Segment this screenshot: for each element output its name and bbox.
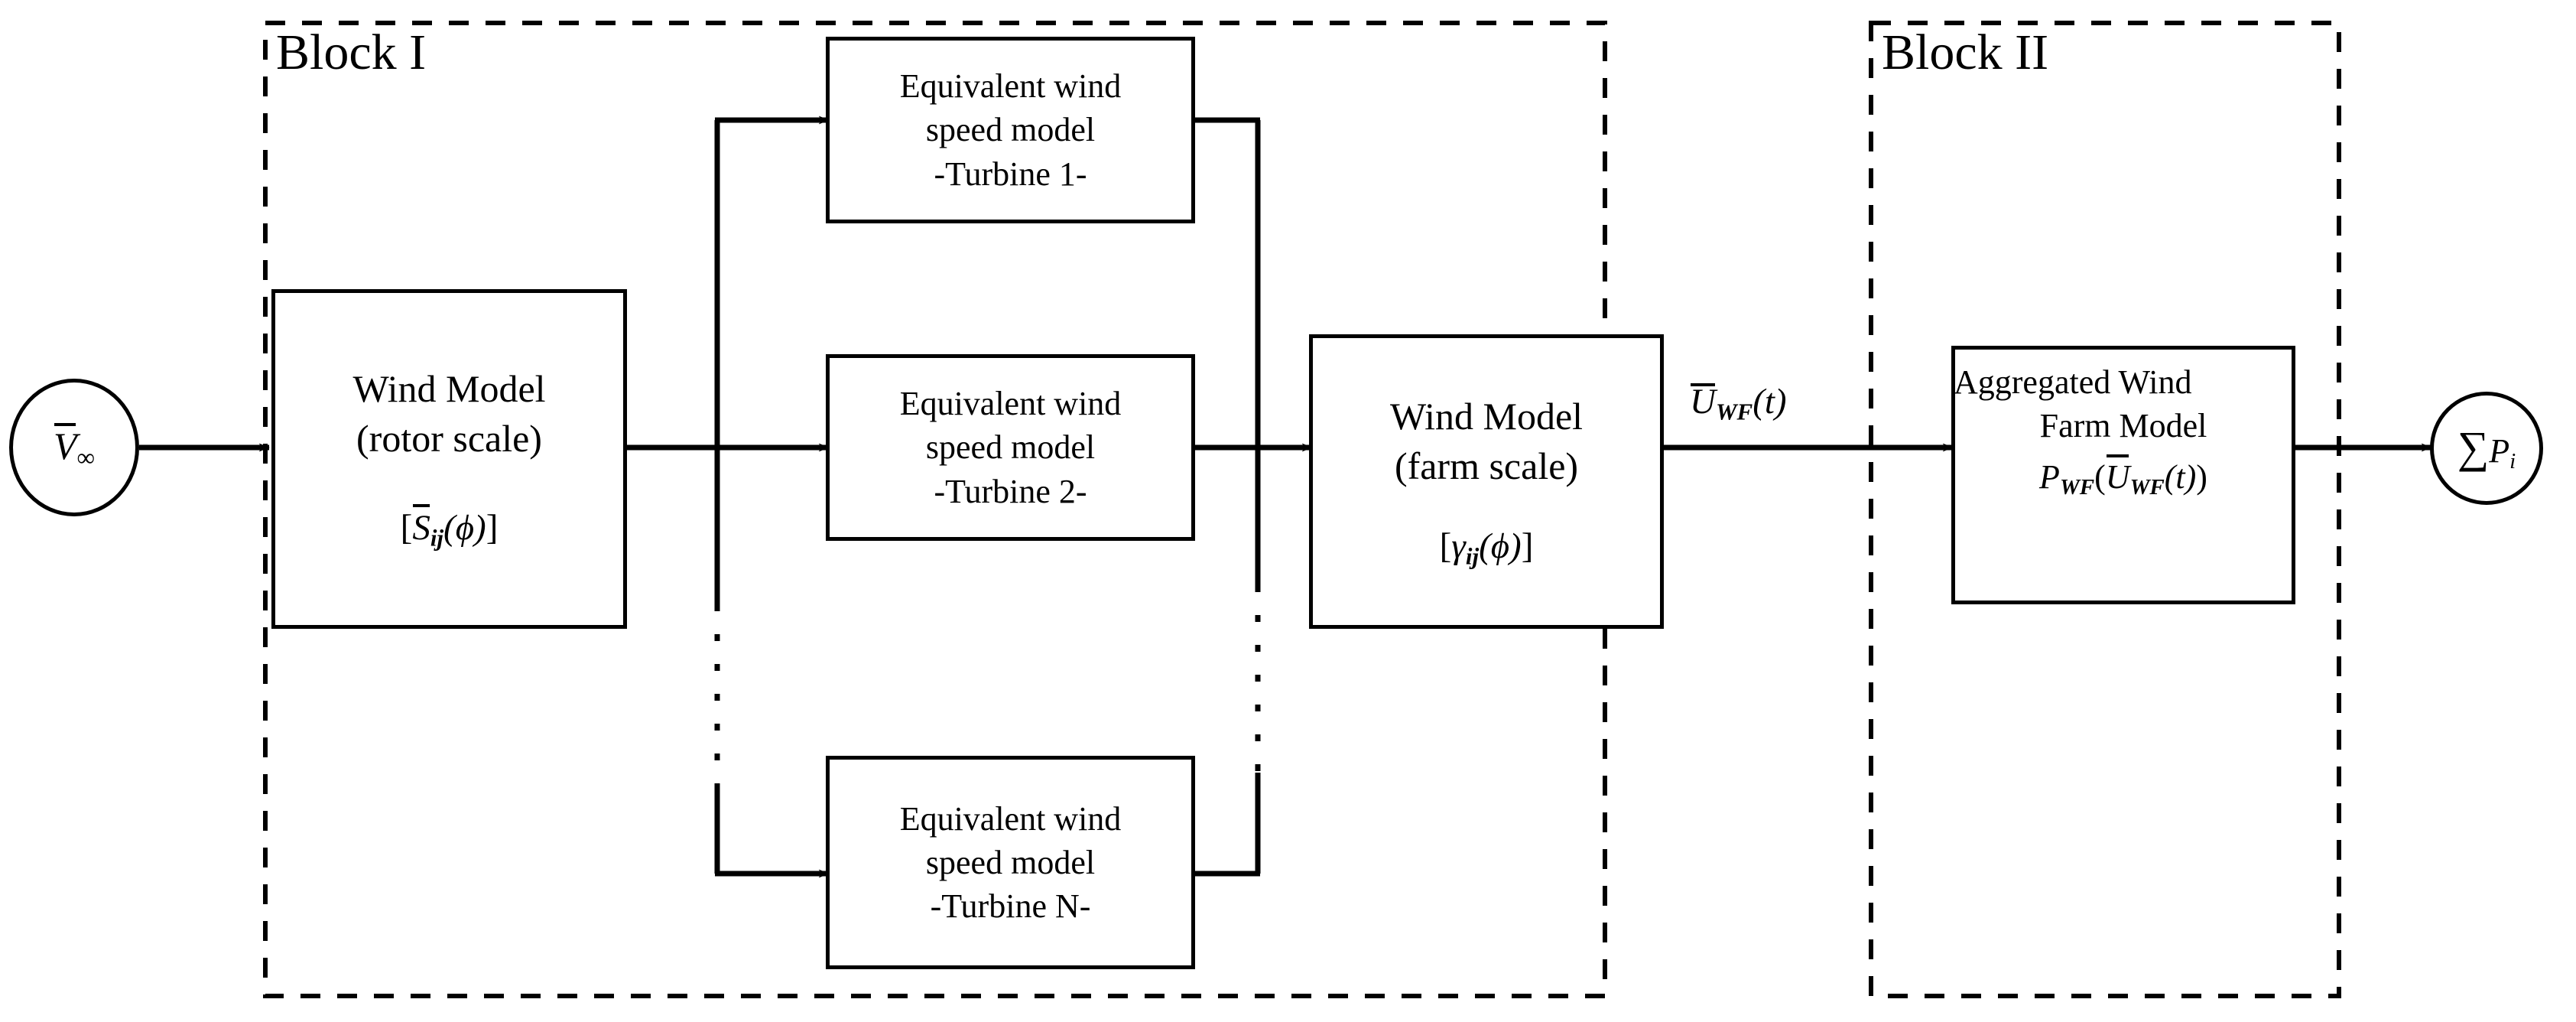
wind-model-rotor-line-1: Wind Model	[352, 367, 546, 410]
input-terminal-symbol: V∞	[54, 422, 95, 473]
input-terminal-symbol-subscript: ∞	[76, 444, 96, 473]
edge-label-subscript: WF	[1715, 398, 1753, 425]
turbine-n-line-2: speed model	[925, 843, 1096, 881]
block-i-label: Block I	[276, 24, 427, 80]
input-terminal-symbol-base: V	[54, 422, 77, 468]
aggregated-formula-close-paren: )	[2196, 458, 2207, 496]
rotor-formula-close-bracket: ]	[486, 508, 499, 548]
input-terminal-node[interactable]: V∞	[9, 379, 139, 516]
aggregated-model-line-1: Aggregated Wind	[1954, 363, 2192, 401]
farm-formula-open-bracket: [	[1439, 526, 1452, 566]
block-ii-dashed-border	[1869, 21, 2341, 998]
farm-formula-argument: (ϕ)	[1479, 526, 1522, 566]
node-wind-model-rotor-scale[interactable]: Wind Model (rotor scale) [Sij(ϕ)]	[271, 289, 627, 629]
wind-model-farm-line-1: Wind Model	[1389, 394, 1584, 438]
aggregated-formula-power-symbol: P	[2039, 458, 2060, 496]
node-equivalent-wind-speed-model-turbine-1[interactable]: Equivalent wind speed model -Turbine 1-	[826, 37, 1195, 223]
turbine-2-line-3: -Turbine 2-	[934, 472, 1087, 510]
turbine-1-line-2: speed model	[925, 111, 1096, 149]
rotor-formula-open-bracket: [	[400, 508, 413, 548]
summation-icon: ∑	[2457, 422, 2490, 473]
rotor-formula-subscript: ij	[430, 524, 444, 552]
aggregated-formula-speed-symbol: U	[2106, 454, 2130, 499]
turbine-n-line-3: -Turbine N-	[930, 887, 1091, 926]
farm-formula-close-bracket: ]	[1521, 526, 1534, 566]
output-terminal-symbol-base: P	[2489, 432, 2510, 470]
output-terminal-node[interactable]: ∑Pi	[2430, 392, 2543, 505]
block-ii-label: Block II	[1882, 24, 2049, 80]
edge-label-argument: (t)	[1753, 382, 1787, 421]
turbine-n-line-1: Equivalent wind	[899, 799, 1122, 838]
aggregated-formula-open-paren: (	[2094, 458, 2106, 496]
aggregated-formula-time-argument: (t)	[2164, 458, 2197, 496]
rotor-formula-base: S	[412, 503, 430, 552]
node-equivalent-wind-speed-model-turbine-2[interactable]: Equivalent wind speed model -Turbine 2-	[826, 354, 1195, 541]
edge-label-farm-wind-speed: UWF(t)	[1690, 382, 1787, 424]
aggregated-formula-power-subscript: WF	[2059, 475, 2095, 500]
aggregated-model-line-2: Farm Model	[2039, 407, 2207, 445]
node-equivalent-wind-speed-model-turbine-n[interactable]: Equivalent wind speed model -Turbine N-	[826, 756, 1195, 969]
output-terminal-symbol: ∑Pi	[2457, 421, 2516, 474]
wind-model-rotor-line-2: (rotor scale)	[356, 417, 542, 460]
node-wind-model-farm-scale[interactable]: Wind Model (farm scale) [γij(ϕ)]	[1309, 334, 1664, 629]
aggregated-formula-speed-subscript: WF	[2129, 475, 2165, 500]
output-terminal-symbol-subscript: i	[2509, 449, 2516, 474]
aggregated-model-formula: PWF(UWF(t))	[2039, 454, 2207, 503]
farm-formula-subscript: ij	[1465, 542, 1480, 570]
edge-label-base: U	[1690, 382, 1716, 421]
turbine-2-line-1: Equivalent wind	[899, 385, 1122, 423]
node-aggregated-wind-farm-model[interactable]: Aggregated Wind Farm Model PWF(UWF(t))	[1951, 346, 2295, 604]
farm-formula-base: γ	[1451, 526, 1466, 566]
wind-model-farm-line-2: (farm scale)	[1394, 444, 1579, 487]
turbine-1-line-1: Equivalent wind	[899, 67, 1122, 106]
block-i-dashed-border	[263, 21, 1607, 998]
rotor-formula-argument: (ϕ)	[443, 508, 486, 548]
turbine-2-line-2: speed model	[925, 428, 1096, 467]
turbine-1-line-3: -Turbine 1-	[934, 155, 1087, 193]
wind-model-rotor-formula: [Sij(ϕ)]	[400, 503, 499, 554]
wind-model-farm-formula: [γij(ϕ)]	[1440, 523, 1534, 572]
